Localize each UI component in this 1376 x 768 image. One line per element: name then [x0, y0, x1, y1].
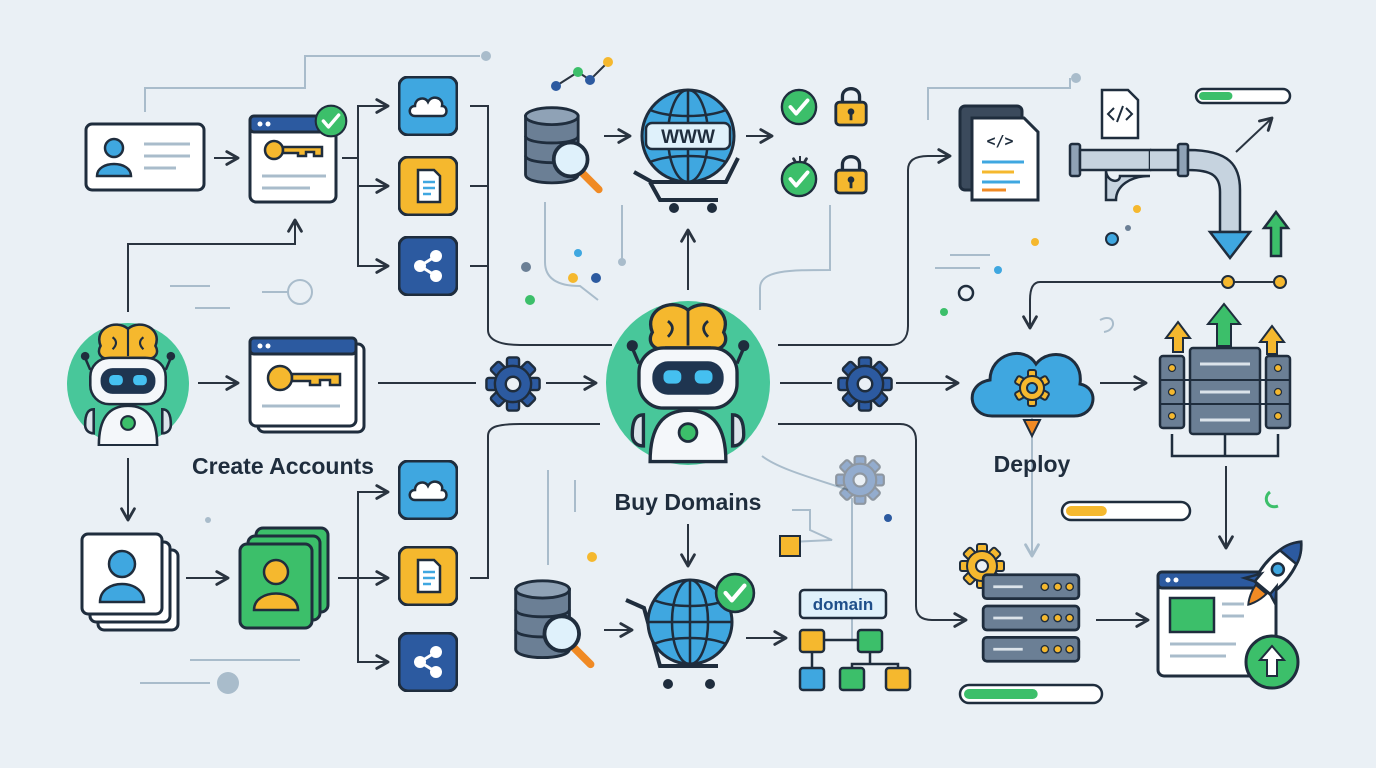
browser-key-icon — [248, 104, 348, 204]
check-icon-2 — [780, 160, 818, 198]
browser-key-icon-large — [248, 336, 366, 434]
www-label: WWW — [661, 127, 715, 148]
gear-icon-left — [485, 356, 541, 412]
progress-bar-deploy — [1060, 500, 1192, 522]
deploy-label: Deploy — [994, 451, 1071, 477]
globe-cart-check-icon — [625, 574, 754, 689]
domain-tree-diagram: domain — [798, 588, 912, 692]
buy-domains-label: Buy Domains — [615, 489, 762, 515]
cloud-storage-icon — [398, 76, 458, 136]
code-glyph: </> — [986, 132, 1013, 150]
decorative-lines — [140, 51, 1114, 694]
robot-agent-left — [67, 323, 189, 446]
share-icon-2 — [398, 632, 458, 692]
progress-bar-top — [1194, 87, 1292, 105]
robot-agent-center — [606, 301, 770, 465]
progress-bar-server — [958, 683, 1104, 705]
gear-icon-faded — [835, 455, 885, 505]
lock-icon-2 — [834, 154, 868, 195]
up-arrow-green — [1261, 209, 1291, 258]
server-rack-icon — [1158, 302, 1292, 458]
rocket-icon — [1240, 540, 1303, 609]
check-icon — [780, 88, 818, 126]
domain-tag-label: domain — [813, 595, 873, 614]
connector-dots — [551, 57, 1287, 289]
share-icon — [398, 236, 458, 296]
code-file-icon: </> — [958, 104, 1040, 202]
lock-icon — [834, 86, 868, 127]
document-icon-2 — [398, 546, 458, 606]
deploy-cloud-icon — [970, 352, 1095, 439]
contact-cards-icon — [80, 532, 180, 632]
create-accounts-label: Create Accounts — [192, 453, 374, 479]
id-card-icon — [84, 122, 206, 192]
website-launch-icon — [1156, 570, 1300, 690]
flow-connectors — [120, 61, 1280, 670]
globe-cart-icon: WWW — [633, 88, 740, 213]
document-icon — [398, 156, 458, 216]
database-search-icon-2 — [516, 581, 591, 665]
gear-icon-right — [837, 356, 893, 412]
decorative-dots — [205, 205, 1279, 562]
profile-cards-icon — [238, 526, 330, 630]
cloud-storage-icon-2 — [398, 460, 458, 520]
small-code-file-icon — [1100, 88, 1140, 140]
pipeline-icon — [1068, 142, 1253, 261]
server-gear-icon — [959, 543, 1081, 663]
database-search-icon — [526, 108, 599, 190]
